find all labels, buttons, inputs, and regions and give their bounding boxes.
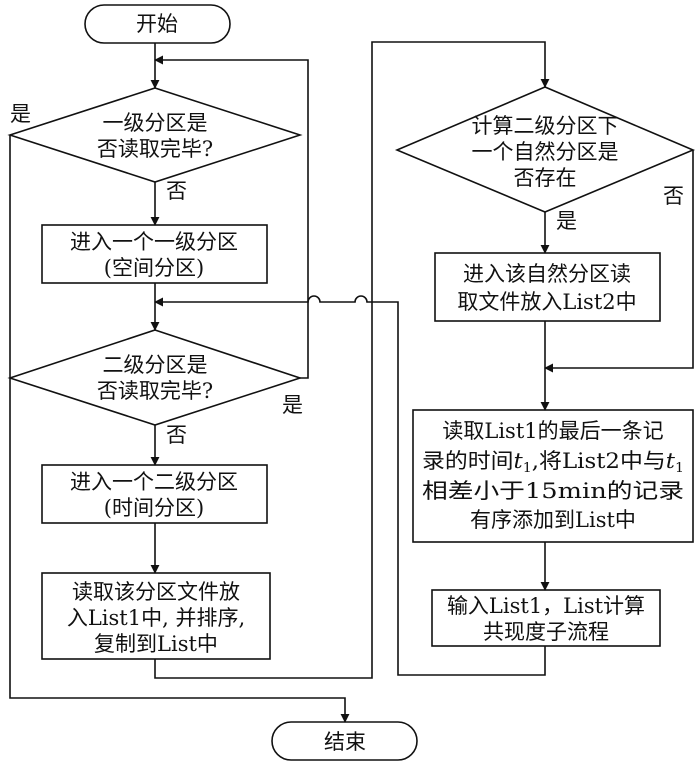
edge-level2-yes-loop: [154, 55, 309, 379]
natural-decision-line3: 否存在: [514, 166, 577, 190]
read-partition-line2: 入List1中, 并排序,: [67, 606, 245, 630]
enter-level1-box: [41, 224, 268, 284]
read-partition-line1: 读取该分区文件放: [72, 580, 240, 604]
read-partition-box: [41, 572, 271, 660]
natural-yes-label: 是: [556, 209, 577, 233]
merge-records-line3: 相差小于15min的记录: [422, 479, 684, 503]
enter-level2-line2: (时间分区): [104, 496, 204, 520]
level2-decision-diamond: [7, 329, 303, 426]
edge-level1-yes-to-end: [9, 135, 350, 723]
edge-read-to-natural: [154, 41, 550, 679]
level1-decision-line1: 一级分区是: [103, 111, 208, 135]
merge-records-line2-mid: ,将List2中与: [532, 449, 666, 473]
edge-natural-no: [544, 150, 694, 373]
merge-records-line2-pre: 录的时间: [422, 449, 514, 473]
enter-level1-line1: 进入一个一级分区: [70, 230, 238, 254]
merge-records-line1: 读取List1的最后一条记: [442, 419, 663, 443]
level1-decision-line2: 否读取完毕?: [97, 137, 213, 161]
level2-decision-line2: 否读取完毕?: [97, 379, 213, 403]
merge-records-box: [412, 409, 694, 543]
read-partition-line3: 复制到List中: [94, 632, 218, 656]
level1-no-label: 否: [166, 179, 187, 203]
natural-decision-line2: 一个自然分区是: [472, 140, 619, 164]
level2-yes-label: 是: [282, 393, 303, 417]
enter-level2-line1: 进入一个二级分区: [70, 470, 238, 494]
natural-no-label: 否: [663, 184, 684, 208]
merge-records-line4: 有序添加到List中: [470, 508, 636, 532]
start-terminator: [84, 4, 231, 44]
enter-level1-line2: (空间分区): [104, 256, 204, 280]
level1-yes-label: 是: [10, 102, 31, 126]
read-natural-line1: 进入该自然分区读: [463, 262, 631, 286]
time-var-sub-2: 1: [675, 461, 684, 476]
compute-cooccurrence-line2: 共现度子流程: [483, 620, 609, 644]
read-natural-line2: 取文件放入List2中: [457, 290, 636, 314]
level2-decision-line1: 二级分区是: [103, 353, 208, 377]
start-label: 开始: [136, 12, 178, 36]
edge-compute-back-to-level2: [154, 295, 546, 676]
end-label: 结束: [324, 730, 366, 754]
compute-cooccurrence-line1: 输入List1，List计算: [447, 594, 645, 618]
time-var-t-2: t: [666, 449, 676, 473]
natural-decision-line1: 计算二级分区下: [472, 114, 619, 138]
time-var-t: t: [514, 449, 524, 473]
level1-decision-diamond: [7, 87, 303, 183]
level2-no-label: 否: [166, 423, 187, 447]
time-var-sub: 1: [523, 461, 532, 476]
